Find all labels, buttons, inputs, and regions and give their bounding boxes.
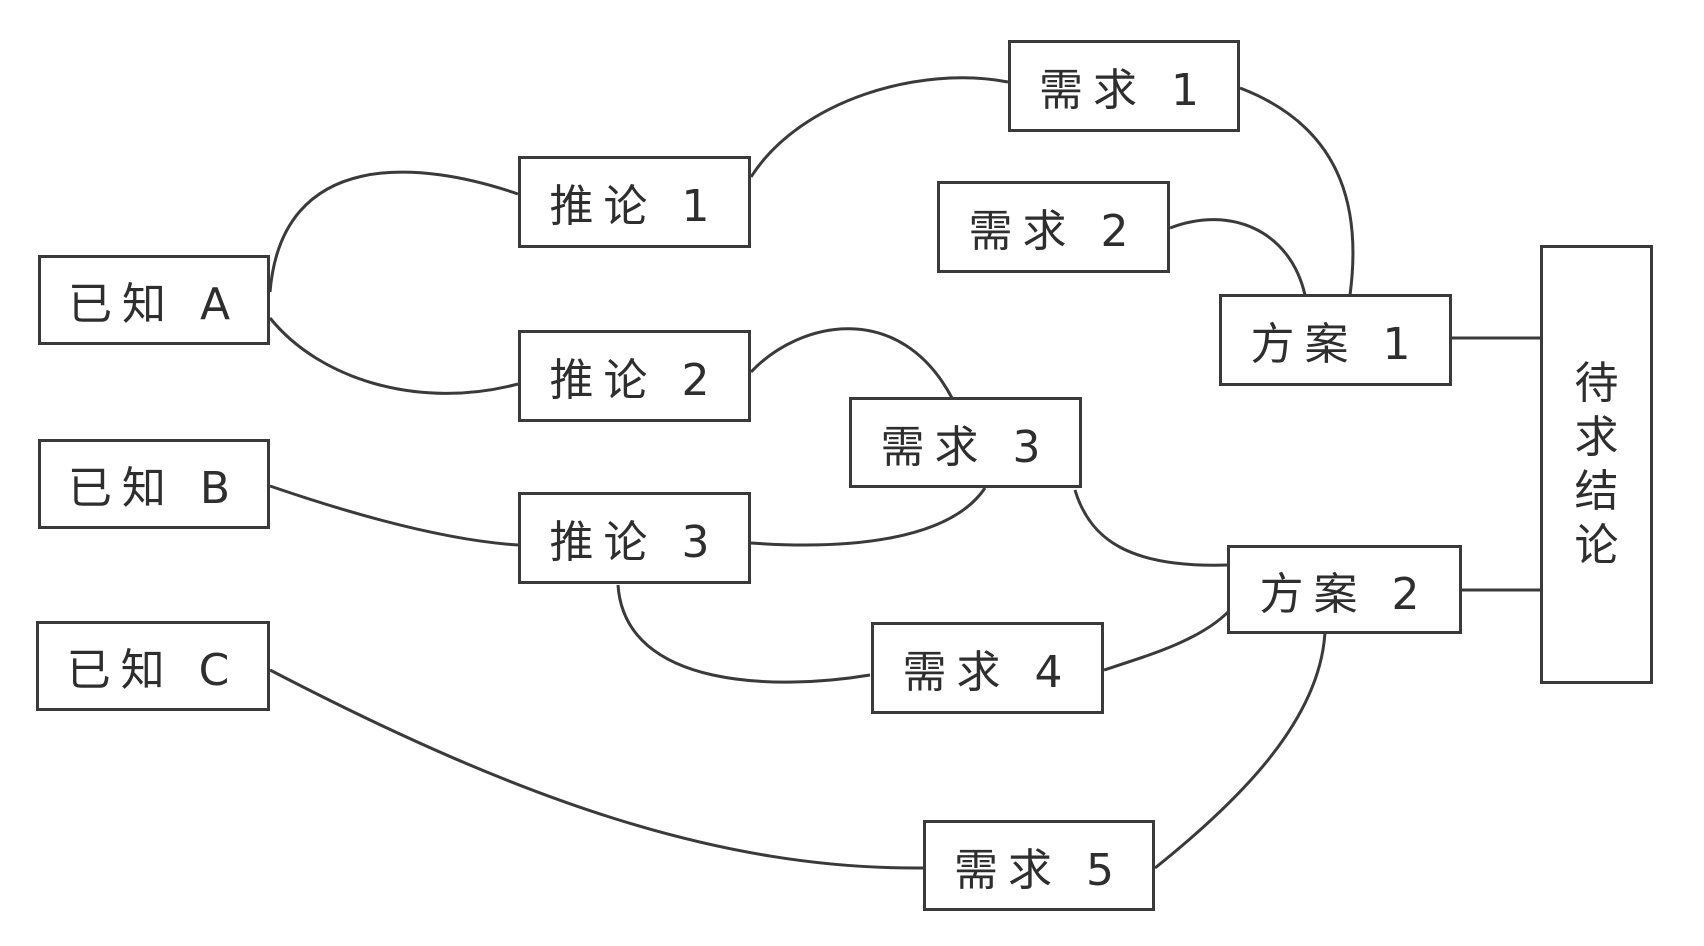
- node-known-c-label: 已知 C: [66, 645, 240, 696]
- edge-known-b-inference-3: [269, 484, 519, 547]
- node-known-a-label: 已知 A: [67, 279, 241, 330]
- node-need-3: 需求 3: [849, 397, 1082, 488]
- edge-inference-1-need-1: [749, 76, 1009, 178]
- node-need-4-label: 需求 4: [902, 647, 1073, 698]
- edge-inference-3-need-3: [750, 487, 987, 547]
- node-known-a: 已知 A: [38, 255, 270, 345]
- node-plan-1: 方案 1: [1219, 294, 1452, 386]
- node-target-conclusion-label: 待求结论: [1574, 357, 1619, 571]
- edge-known-c-need-5: [269, 668, 925, 870]
- edge-known-a-inference-1: [268, 170, 519, 293]
- node-known-c: 已知 C: [36, 621, 270, 711]
- node-inference-3-label: 推论 3: [549, 517, 720, 568]
- edge-inference-3-need-4: [616, 584, 871, 684]
- node-plan-2: 方案 2: [1227, 545, 1462, 634]
- node-need-2: 需求 2: [937, 181, 1170, 273]
- edge-need-3-plan-2: [1073, 489, 1229, 567]
- node-inference-3: 推论 3: [518, 492, 751, 584]
- edge-need-1-plan-1: [1239, 86, 1355, 296]
- node-known-b-label: 已知 B: [67, 463, 241, 514]
- node-need-1-label: 需求 1: [1039, 65, 1209, 116]
- node-need-1: 需求 1: [1008, 40, 1240, 132]
- node-plan-1-label: 方案 1: [1250, 319, 1421, 370]
- node-inference-1-label: 推论 1: [549, 181, 720, 232]
- node-need-2-label: 需求 2: [968, 206, 1139, 257]
- node-need-3-label: 需求 3: [880, 421, 1051, 473]
- edge-known-a-inference-2: [268, 317, 519, 395]
- edge-inference-2-need-3: [749, 327, 954, 399]
- node-need-5-label: 需求 5: [954, 844, 1124, 896]
- node-known-b: 已知 B: [38, 439, 270, 529]
- node-need-4: 需求 4: [871, 622, 1104, 714]
- node-need-5: 需求 5: [923, 820, 1155, 911]
- node-inference-1: 推论 1: [518, 156, 751, 248]
- node-plan-2-label: 方案 2: [1259, 568, 1430, 620]
- edge-need-2-plan-1: [1169, 218, 1307, 296]
- node-inference-2-label: 推论 2: [549, 355, 720, 406]
- edge-need-4-plan-2: [1103, 610, 1230, 672]
- node-target-conclusion: 待求结论: [1540, 245, 1653, 684]
- node-inference-2: 推论 2: [518, 330, 751, 422]
- edge-need-5-plan-2: [1154, 631, 1327, 870]
